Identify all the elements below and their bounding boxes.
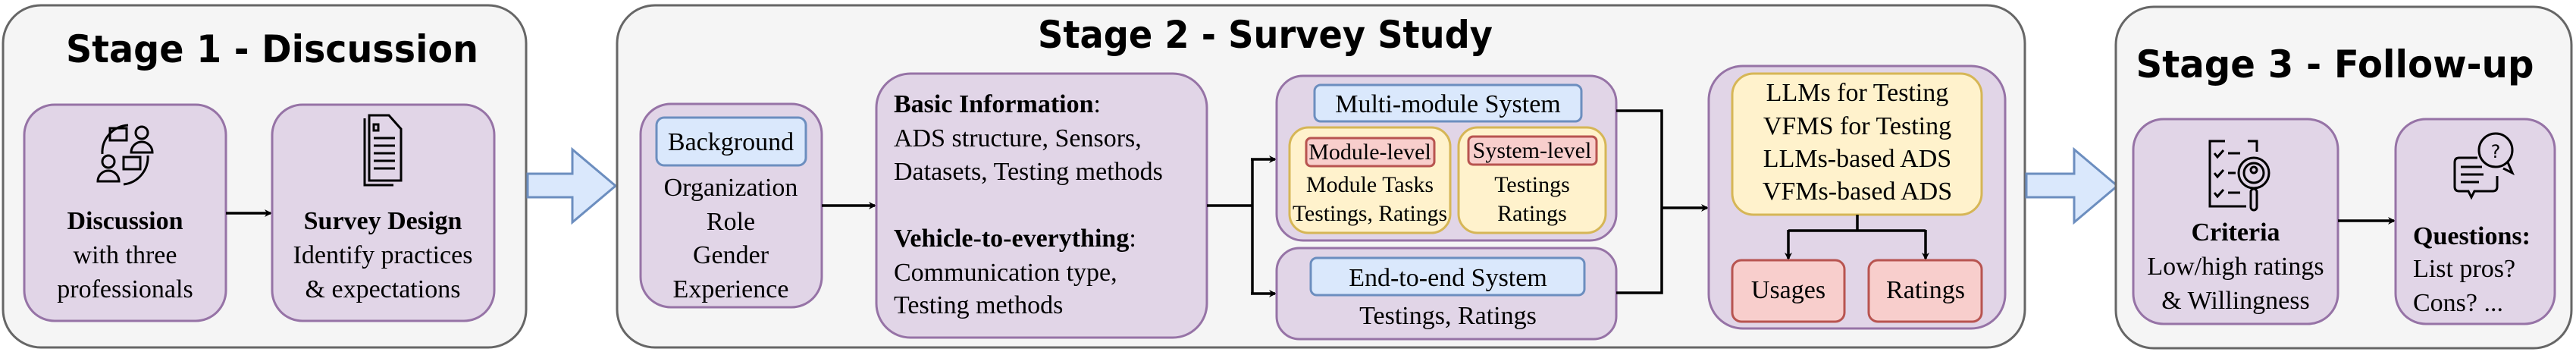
- stage3-title: Stage 3 - Follow-up: [2136, 42, 2534, 86]
- checklist-search-icon: [2208, 140, 2270, 212]
- background-label: Background: [668, 128, 794, 156]
- module-level-line: Module Tasks: [1306, 172, 1434, 197]
- stage1-to-stage2-arrow: [526, 146, 618, 225]
- stage1-title: Stage 1 - Discussion: [66, 27, 478, 71]
- end-to-end-label: End-to-end System: [1349, 264, 1547, 292]
- module-level-label: Module-level: [1308, 140, 1431, 165]
- criteria-box: Criteria Low/high ratings & Willingness: [2132, 118, 2339, 325]
- background-item: Experience: [673, 275, 789, 303]
- questions-line: List pros?: [2413, 255, 2515, 283]
- basic-information-line: ADS structure, Sensors,: [894, 124, 1142, 152]
- discussion-heading: Discussion: [67, 207, 183, 235]
- survey-design-box: Survey Design Identify practices & expec…: [271, 103, 496, 322]
- ratings-label: Ratings: [1886, 276, 1965, 304]
- system-level-label: System-level: [1473, 138, 1592, 163]
- stage2-to-stage3-arrow: [2025, 146, 2120, 225]
- background-item: Role: [707, 208, 755, 236]
- stage1-panel: Stage 1 - Discussion Discussion with thr…: [2, 4, 528, 349]
- background-box: Background Organization Role Gender Expe…: [639, 102, 823, 309]
- questions-heading: Questions:: [2413, 222, 2531, 250]
- foundation-models-box: LLMs for Testing VFMS for Testing LLMs-b…: [1707, 64, 2007, 330]
- background-label-box: [655, 116, 807, 167]
- stage3-panel: Stage 3 - Follow-up Criteria Low/high ra…: [2114, 5, 2573, 350]
- foundation-item: VFMS for Testing: [1763, 112, 1951, 140]
- questions-box: ? Questions: List pros? Cons? ...: [2394, 118, 2556, 325]
- multi-module-label: Multi-module System: [1335, 90, 1561, 118]
- survey-design-line: Identify practices: [293, 241, 473, 269]
- foundation-item: LLMs-based ADS: [1763, 145, 1951, 173]
- connector-merge: [1616, 109, 1663, 294]
- multi-module-system-box: Multi-module System Module-level Module …: [1275, 74, 1618, 242]
- usages-box: [1731, 259, 1846, 323]
- system-level-line: Testings: [1494, 172, 1570, 197]
- question-chat-icon: ?: [2453, 132, 2515, 200]
- multi-module-label-box: [1313, 83, 1583, 123]
- end-to-end-system-box: End-to-end System Testings, Ratings: [1275, 247, 1618, 341]
- system-level-label-box: [1467, 135, 1598, 166]
- background-item: Organization: [664, 174, 798, 202]
- basic-information-heading: Basic Information:: [894, 90, 1101, 118]
- basic-information-box: Basic Information: ADS structure, Sensor…: [875, 72, 1208, 339]
- connector-basic-split: [1207, 159, 1254, 294]
- stage2-panel: Stage 2 - Survey Study Background Organi…: [616, 4, 2026, 349]
- criteria-heading: Criteria: [2191, 218, 2280, 247]
- discussion-people-icon: [96, 124, 154, 186]
- criteria-line: & Willingness: [2161, 287, 2309, 315]
- criteria-line: Low/high ratings: [2147, 253, 2324, 281]
- v2x-line: Testing methods: [894, 291, 1063, 319]
- discussion-line: with three: [74, 241, 177, 269]
- end-to-end-line: Testings, Ratings: [1359, 302, 1537, 330]
- background-item: Gender: [693, 241, 769, 269]
- module-level-box: Module-level Module Tasks Testings, Rati…: [1288, 126, 1452, 234]
- discussion-box: Discussion with three professionals: [23, 103, 227, 322]
- v2x-line: Communication type,: [894, 259, 1117, 287]
- survey-design-heading: Survey Design: [304, 207, 462, 235]
- questions-line: Cons? ...: [2413, 289, 2503, 317]
- end-to-end-label-box: [1309, 256, 1586, 297]
- survey-design-line: & expectations: [306, 275, 461, 303]
- discussion-line: professionals: [57, 275, 193, 303]
- connector-usages-ratings: [1788, 215, 1926, 232]
- system-level-box: System-level Testings Ratings: [1457, 126, 1607, 234]
- document-icon: [363, 114, 403, 187]
- foundation-item: LLMs for Testing: [1766, 79, 1949, 107]
- stage2-title: Stage 2 - Survey Study: [1038, 13, 1493, 57]
- basic-information-line: Datasets, Testing methods: [894, 158, 1163, 186]
- question-mark-glyph: ?: [2491, 141, 2501, 162]
- module-level-line: Testings, Ratings: [1293, 201, 1447, 226]
- system-level-line: Ratings: [1497, 201, 1567, 226]
- usages-label: Usages: [1751, 276, 1825, 304]
- module-level-label-box: [1305, 137, 1436, 168]
- v2x-heading: Vehicle-to-everything:: [894, 225, 1136, 253]
- foundation-item: VFMs-based ADS: [1763, 178, 1952, 206]
- ratings-box: [1867, 259, 1983, 323]
